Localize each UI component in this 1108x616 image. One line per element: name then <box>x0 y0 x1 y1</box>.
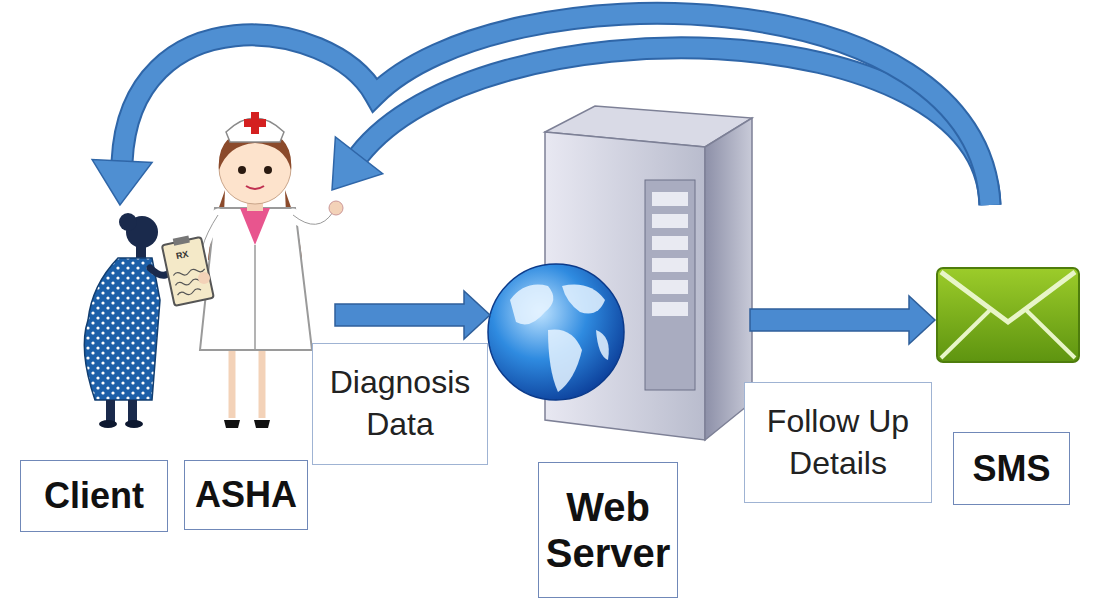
figure-node: SMS <box>935 205 1080 505</box>
flow-arrow <box>92 13 990 205</box>
node-label-box: Client <box>20 460 168 532</box>
flow-arrow <box>750 296 935 344</box>
sms-envelope <box>937 268 1079 362</box>
node-label-box: Web Server <box>538 462 678 598</box>
clipboard-text: RX <box>175 249 189 261</box>
flow-arrow <box>335 291 490 339</box>
figure-node: ASHA <box>180 115 335 532</box>
figure-node: Client <box>20 205 170 533</box>
node-label-box: SMS <box>953 432 1070 505</box>
node-label-box: ASHA <box>184 460 308 530</box>
client-figure <box>84 213 175 428</box>
server-figure <box>488 106 752 440</box>
edge-label-box: Follow Up Details <box>744 382 932 503</box>
figure-node: Web Server <box>490 105 750 600</box>
edge-label-box: Diagnosis Data <box>312 343 488 465</box>
